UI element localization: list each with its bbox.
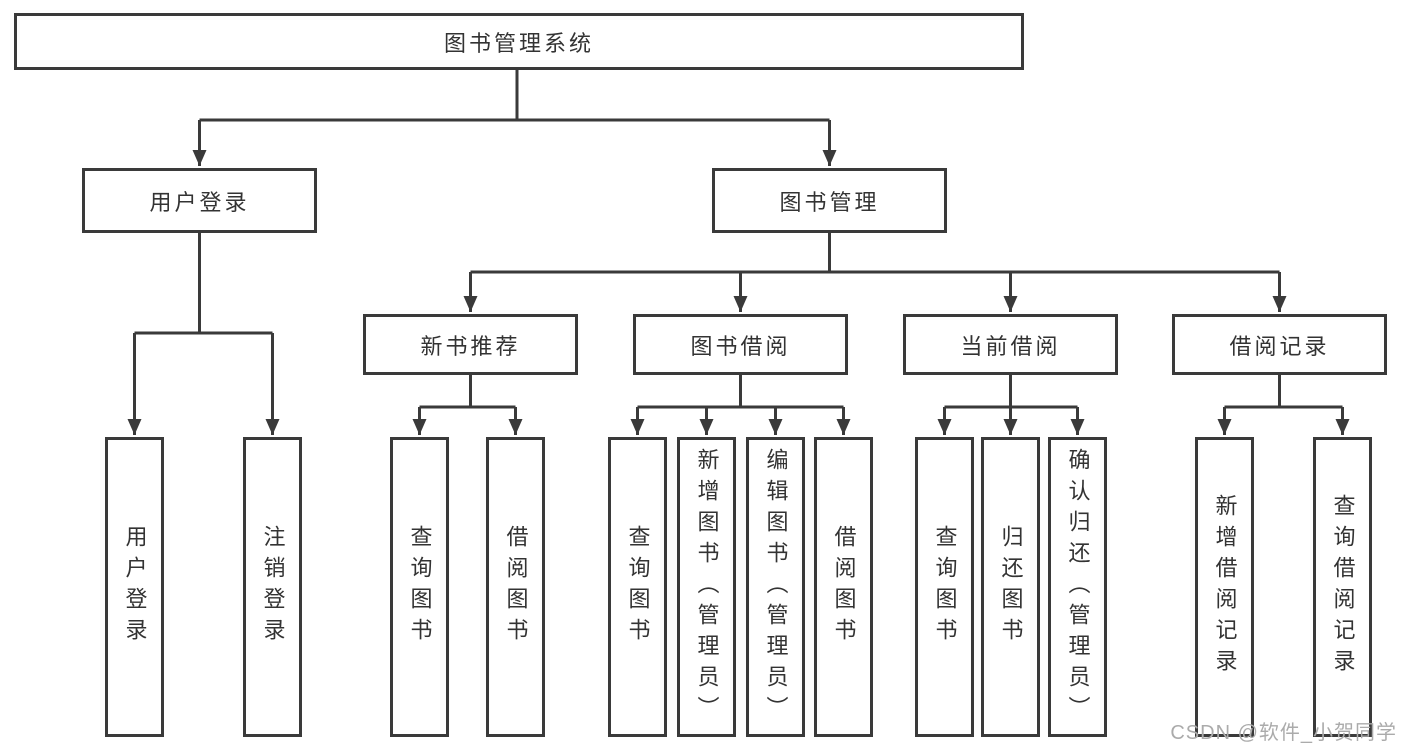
node-label: 当前借阅 bbox=[960, 333, 1061, 359]
node-book-management: 图书管理 bbox=[712, 168, 947, 233]
node-label: 注销登录 bbox=[260, 525, 286, 649]
node-current-borrowing: 当前借阅 bbox=[903, 314, 1118, 375]
leaf-query-books-2: 查询图书 bbox=[608, 437, 667, 737]
connector-borrowing-group bbox=[630, 375, 851, 435]
leaf-return-books: 归还图书 bbox=[981, 437, 1040, 737]
leaf-query-borrow-record: 查询借阅记录 bbox=[1313, 437, 1372, 737]
node-label: 新增借阅记录 bbox=[1212, 494, 1238, 680]
node-label: 图书管理系统 bbox=[443, 30, 594, 56]
node-book-borrowing: 图书借阅 bbox=[633, 314, 848, 375]
connector-current-group bbox=[937, 375, 1085, 435]
node-library-management-system: 图书管理系统 bbox=[14, 13, 1024, 70]
leaf-user-login: 用户登录 bbox=[105, 437, 164, 737]
leaf-edit-book-admin: 编辑图书（管理员） bbox=[746, 437, 805, 737]
connector-root-to-level2 bbox=[192, 70, 837, 166]
node-label: 图书管理 bbox=[779, 189, 880, 215]
node-new-book-recommendation: 新书推荐 bbox=[363, 314, 578, 375]
leaf-confirm-return-admin: 确认归还（管理员） bbox=[1048, 437, 1107, 737]
node-label: 查询图书 bbox=[625, 525, 651, 649]
node-borrowing-records: 借阅记录 bbox=[1172, 314, 1387, 375]
node-label: 借阅图书 bbox=[831, 525, 857, 649]
node-label: 查询图书 bbox=[407, 525, 433, 649]
connector-book-mgmt-group bbox=[463, 233, 1287, 312]
leaf-query-books-3: 查询图书 bbox=[915, 437, 974, 737]
leaf-borrow-books-2: 借阅图书 bbox=[814, 437, 873, 737]
node-label: 新增图书（管理员） bbox=[694, 447, 720, 727]
node-label: 查询借阅记录 bbox=[1330, 494, 1356, 680]
connector-user-login-group bbox=[127, 233, 280, 435]
node-label: 新书推荐 bbox=[420, 333, 521, 359]
leaf-logout: 注销登录 bbox=[243, 437, 302, 737]
leaf-add-book-admin: 新增图书（管理员） bbox=[677, 437, 736, 737]
watermark: CSDN @软件_小贺同学 bbox=[1170, 722, 1397, 744]
node-label: 图书借阅 bbox=[690, 333, 791, 359]
node-label: 归还图书 bbox=[998, 525, 1024, 649]
node-label: 查询图书 bbox=[932, 525, 958, 649]
node-label: 确认归还（管理员） bbox=[1065, 447, 1091, 727]
node-user-login: 用户登录 bbox=[82, 168, 317, 233]
connector-records-group bbox=[1217, 375, 1350, 435]
node-label: 用户登录 bbox=[149, 189, 250, 215]
leaf-add-borrow-record: 新增借阅记录 bbox=[1195, 437, 1254, 737]
node-label: 借阅图书 bbox=[503, 525, 529, 649]
node-label: 用户登录 bbox=[122, 525, 148, 649]
node-label: 编辑图书（管理员） bbox=[763, 447, 789, 727]
leaf-borrow-books-1: 借阅图书 bbox=[486, 437, 545, 737]
node-label: 借阅记录 bbox=[1229, 333, 1330, 359]
leaf-query-books-1: 查询图书 bbox=[390, 437, 449, 737]
connector-newbook-group bbox=[412, 375, 523, 435]
